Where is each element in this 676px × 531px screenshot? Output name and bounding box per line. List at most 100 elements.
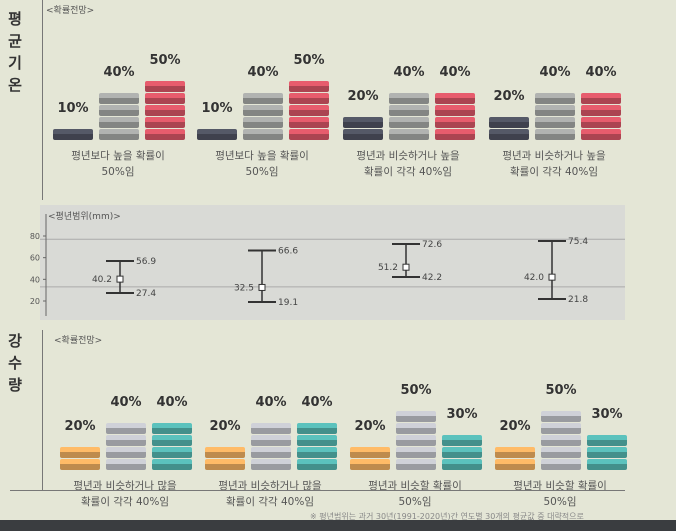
percent-label: 20%: [493, 89, 525, 104]
percent-label: 40%: [585, 65, 617, 80]
percent-label: 40%: [255, 395, 287, 410]
bar-block: [197, 129, 237, 140]
bar-block: [389, 93, 429, 104]
bar-block: [350, 459, 390, 470]
bar-block: [587, 459, 627, 470]
bar-block: [541, 435, 581, 446]
range-high-label: 56.9: [136, 257, 156, 267]
bar-block: [535, 117, 575, 128]
probability-bar: [106, 416, 146, 470]
caption-line: 평년과 비슷하거나 많을: [218, 480, 322, 492]
bar-block: [289, 117, 329, 128]
precipitation-side-label: 강수량: [8, 332, 22, 394]
range-chart-band: [40, 205, 625, 320]
bar-block: [289, 93, 329, 104]
bar-block: [53, 129, 93, 140]
percent-label: 50%: [545, 383, 577, 398]
range-high-label: 66.6: [278, 247, 298, 257]
caption-line: 평년과 비슷하거나 많을: [73, 480, 177, 492]
bar-block: [581, 93, 621, 104]
caption-line: 50%임: [245, 166, 279, 178]
range-high-label: 72.6: [422, 240, 442, 250]
bar-block: [60, 459, 100, 470]
probability-bar: [495, 440, 535, 470]
bar-block: [396, 447, 436, 458]
percent-label: 20%: [209, 419, 241, 434]
bar-block: [106, 423, 146, 434]
bar-block: [442, 447, 482, 458]
percent-label: 40%: [110, 395, 142, 410]
caption-line: 확률이 각각 40%임: [364, 166, 452, 178]
bar-block: [435, 129, 475, 140]
bar-block: [343, 129, 383, 140]
forecast-caption: 평년보다 높을 확률이 50%임: [192, 148, 332, 180]
percent-label: 20%: [499, 419, 531, 434]
percent-label: 40%: [393, 65, 425, 80]
probability-bar: [53, 122, 93, 140]
probability-bar: [197, 122, 237, 140]
bar-block: [581, 117, 621, 128]
bar-block: [587, 447, 627, 458]
range-mid-label: 42.0: [524, 273, 544, 283]
percent-label: 40%: [439, 65, 471, 80]
bar-block: [205, 459, 245, 470]
bar-block: [205, 447, 245, 458]
bar-block: [587, 435, 627, 446]
caption-line: 평년보다 높을 확률이: [71, 150, 165, 162]
bar-block: [396, 411, 436, 422]
bar-block: [489, 129, 529, 140]
bar-block: [535, 93, 575, 104]
bar-block: [495, 447, 535, 458]
bar-block: [297, 423, 337, 434]
range-low-label: 21.8: [568, 295, 588, 305]
percent-label: 10%: [201, 101, 233, 116]
range-mid-marker: [402, 263, 410, 271]
bar-block: [435, 105, 475, 116]
probability-bar: [243, 86, 283, 140]
probability-bar: [205, 440, 245, 470]
probability-bar: [99, 86, 139, 140]
percent-label: 30%: [591, 407, 623, 422]
divider: [10, 490, 625, 491]
bar-block: [495, 459, 535, 470]
probability-bar: [152, 416, 192, 470]
bar-block: [297, 447, 337, 458]
bar-block: [145, 93, 185, 104]
bar-block: [541, 423, 581, 434]
bar-block: [106, 435, 146, 446]
bar-block: [243, 93, 283, 104]
percent-label: 40%: [301, 395, 333, 410]
precipitation-subtitle: <확률전망>: [54, 336, 103, 346]
caption-line: 평년과 비슷할 확률이: [368, 480, 462, 492]
percent-label: 10%: [57, 101, 89, 116]
bar-block: [581, 129, 621, 140]
divider: [42, 0, 43, 200]
bar-block: [396, 435, 436, 446]
bar-block: [251, 435, 291, 446]
bar-block: [297, 435, 337, 446]
bar-block: [99, 117, 139, 128]
caption-line: 평년보다 높을 확률이: [215, 150, 309, 162]
range-mid-marker: [548, 273, 556, 281]
probability-bar: [350, 440, 390, 470]
caption-line: 50%임: [398, 496, 432, 508]
bar-block: [243, 129, 283, 140]
range-mid-marker: [116, 275, 124, 283]
caption-line: 50%임: [101, 166, 135, 178]
bar-block: [251, 423, 291, 434]
bar-block: [152, 447, 192, 458]
bar-block: [145, 81, 185, 92]
bar-block: [435, 117, 475, 128]
range-mid-label: 51.2: [378, 263, 398, 273]
bar-block: [99, 105, 139, 116]
probability-bar: [145, 74, 185, 140]
bar-block: [60, 447, 100, 458]
y-tick-label: 20: [30, 297, 40, 306]
percent-label: 50%: [400, 383, 432, 398]
caption-line: 확률이 각각 40%임: [81, 496, 169, 508]
bar-block: [289, 129, 329, 140]
bar-block: [106, 447, 146, 458]
bar-block: [442, 435, 482, 446]
